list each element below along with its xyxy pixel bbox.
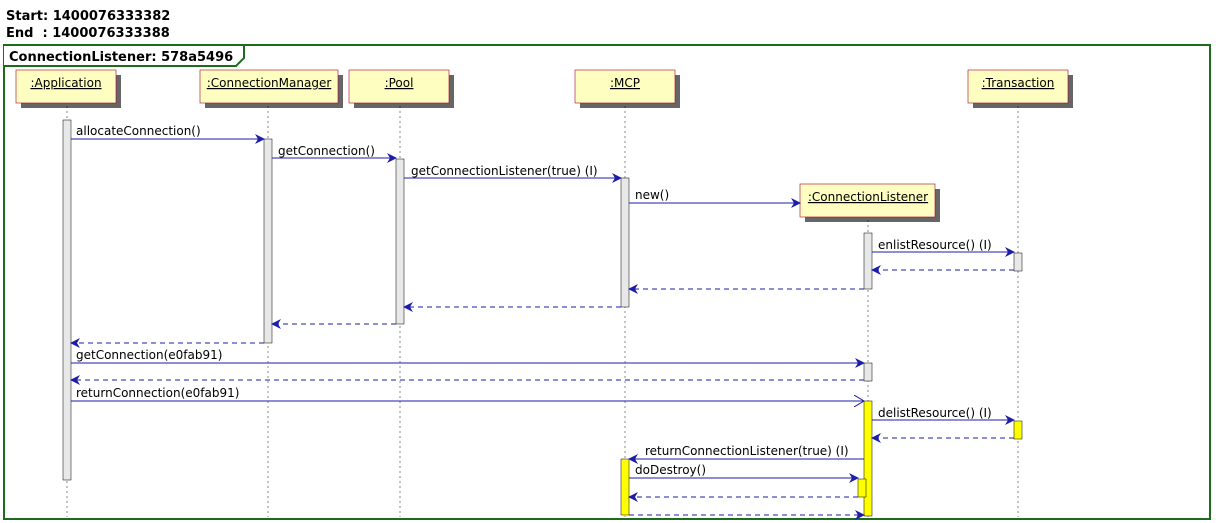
frame-tab (4, 44, 245, 67)
message-label: doDestroy() (635, 463, 706, 477)
message-label: delistResource() (I) (878, 406, 992, 420)
message-label: allocateConnection() (76, 124, 201, 138)
participant-label: :Transaction (982, 76, 1055, 90)
message-label: new() (635, 188, 669, 202)
message-label: getConnectionListener(true) (I) (411, 164, 598, 178)
message-label: enlistResource() (I) (878, 238, 992, 252)
activation-pool (395, 158, 405, 325)
activation-connection-manager (263, 138, 273, 344)
participant-transaction: :Transaction (967, 69, 1073, 108)
participant-label: :ConnectionManager (207, 76, 332, 90)
activation-connection-listener (863, 232, 873, 290)
activation-application (62, 119, 72, 481)
activation-connection-listener-nested (857, 478, 867, 498)
participant-pool: :Pool (348, 69, 454, 108)
activation-mcp (620, 177, 630, 308)
participant-application: :Application (15, 69, 121, 108)
activation-connection-listener (863, 362, 873, 382)
message-label: getConnection(e0fab91) (76, 348, 222, 362)
frame-border (3, 44, 1211, 520)
participant-label: :Pool (385, 76, 414, 90)
activation-transaction (1013, 252, 1023, 272)
participant-label: :MCP (610, 76, 640, 90)
activation-transaction-highlight (1013, 420, 1023, 440)
end-time: End : 1400076333388 (6, 26, 170, 41)
start-time: Start: 1400076333382 (6, 9, 171, 24)
participant-connection-listener: :ConnectionListener (799, 183, 940, 222)
message-label: returnConnectionListener(true) (I) (645, 444, 849, 458)
frame-title: ConnectionListener: 578a5496 (9, 50, 233, 65)
message-label: returnConnection(e0fab91) (76, 386, 239, 400)
activation-mcp-highlight (620, 458, 630, 516)
participant-connection-manager: :ConnectionManager (199, 69, 343, 108)
activation-connection-listener-highlight (863, 400, 873, 517)
participant-label: :ConnectionListener (808, 190, 928, 204)
message-label: getConnection() (278, 144, 375, 158)
participant-mcp: :MCP (574, 69, 680, 108)
participant-label: :Application (30, 76, 101, 90)
